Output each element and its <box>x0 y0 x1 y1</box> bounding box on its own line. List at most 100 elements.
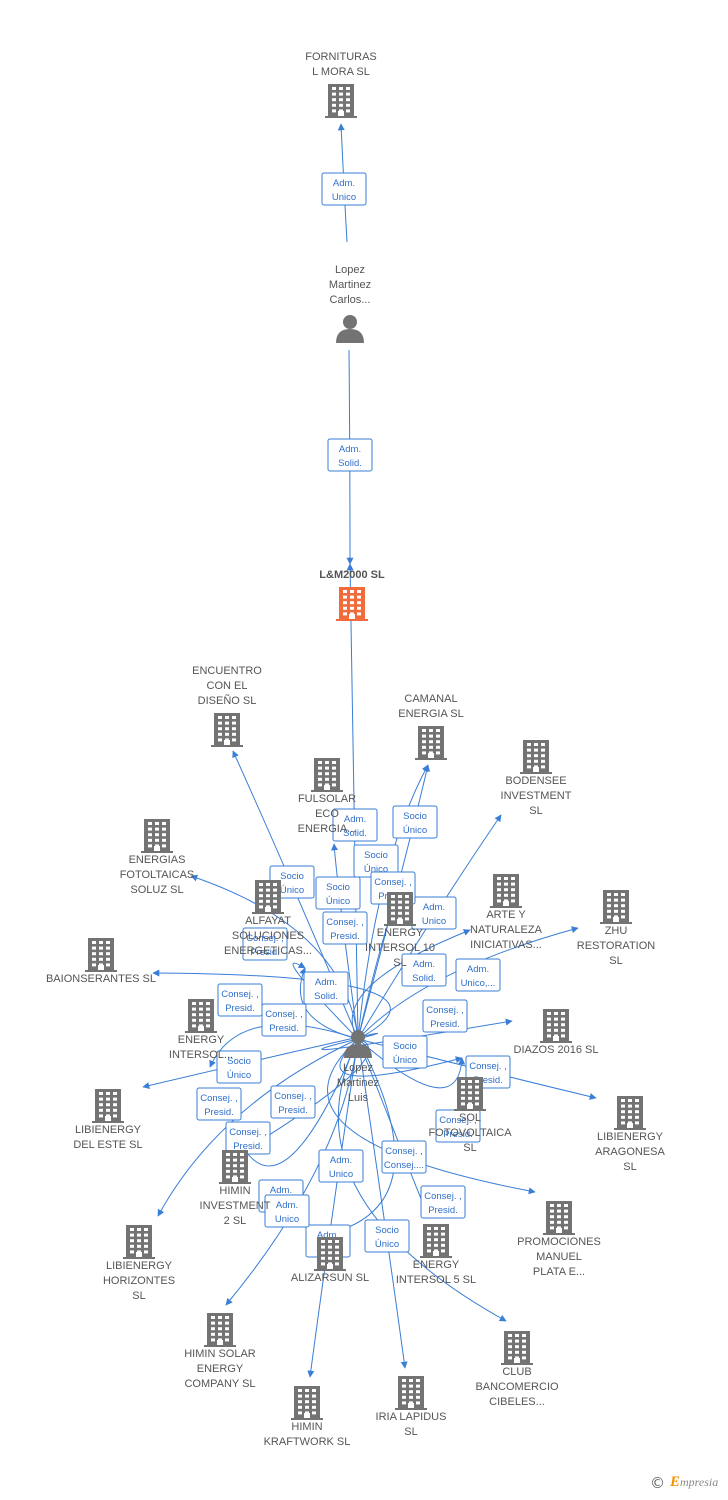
company-icon[interactable] <box>185 999 217 1033</box>
company-icon[interactable] <box>314 1237 346 1271</box>
edge-label-line: Adm. <box>276 1200 298 1211</box>
edge-label[interactable]: Adm.Unico,... <box>455 958 501 992</box>
edge-label[interactable]: Adm. Unico <box>264 1194 310 1228</box>
edge-label[interactable]: Consej. ,Consej.... <box>381 1140 427 1174</box>
node-label-line: ENERGIA SL <box>398 708 463 720</box>
node-label-line: ALIZARSUN SL <box>291 1272 369 1284</box>
node-lopez-carlos[interactable]: LopezMartinezCarlos... <box>329 264 371 343</box>
edge-label-line: Solid. <box>338 458 362 469</box>
edge-label[interactable]: Consej. ,Presid. <box>322 911 368 945</box>
company-icon[interactable] <box>454 1077 486 1111</box>
edge-lopez-luis-to-arte <box>351 929 471 1040</box>
node-alfayat[interactable]: ALFAYATSOLUCIONESENERGETICAS... <box>224 880 312 957</box>
node-label-line: INTERSOL 5 SL <box>396 1274 476 1286</box>
edge-label[interactable]: Consej. ,Presid. <box>420 1185 466 1219</box>
company-icon[interactable] <box>415 726 447 760</box>
company-icon[interactable] <box>520 740 552 774</box>
edge-label[interactable]: Consej. ,Presid. <box>196 1087 242 1121</box>
main-company-icon[interactable] <box>336 587 368 621</box>
node-label-line: INICIATIVAS... <box>470 939 542 951</box>
node-fulsolar[interactable]: FULSOLARECOENERGIA... <box>298 758 357 835</box>
company-icon[interactable] <box>211 713 243 747</box>
edge-label[interactable]: Adm.Unico <box>318 1149 364 1183</box>
edge-label[interactable]: Adm.Solid. <box>303 971 349 1005</box>
node-diazos[interactable]: DIAZOS 2016 SL <box>514 1009 599 1056</box>
node-label-line: Lopez <box>343 1062 373 1074</box>
edge-label[interactable]: Adm.Unico <box>411 896 457 930</box>
node-label-line: FOTOLTAICAS <box>120 869 195 881</box>
company-icon[interactable] <box>85 938 117 972</box>
edge-label[interactable]: Adm.Solid. <box>327 438 373 472</box>
edge-label-line: Unico <box>275 1214 299 1225</box>
company-icon[interactable] <box>311 758 343 792</box>
node-label-line: LIBIENERGY <box>75 1124 142 1136</box>
edge-label[interactable]: Consej. ,Presid. <box>422 999 468 1033</box>
company-icon[interactable] <box>543 1201 575 1235</box>
node-camanal[interactable]: CAMANAL ENERGIA SL <box>398 693 464 760</box>
node-energy-intersol[interactable]: ENERGYINTERSOL... <box>169 999 233 1061</box>
company-icon[interactable] <box>291 1386 323 1420</box>
node-label-line: MANUEL <box>536 1251 582 1263</box>
company-icon[interactable] <box>395 1376 427 1410</box>
company-icon[interactable] <box>92 1089 124 1123</box>
edge-label-line: Único <box>326 896 350 907</box>
node-label-line: SOLUZ SL <box>130 884 183 896</box>
company-icon[interactable] <box>123 1225 155 1259</box>
edge-label[interactable]: Consej. ,Presid. <box>261 1003 307 1037</box>
edge-label[interactable]: Adm.Solid. <box>332 808 378 842</box>
edge-label[interactable]: Adm.Solid. <box>401 953 447 987</box>
company-icon[interactable] <box>420 1224 452 1258</box>
node-arte[interactable]: ARTE YNATURALEZAINICIATIVAS... <box>470 874 543 951</box>
company-icon[interactable] <box>141 819 173 853</box>
person-icon[interactable] <box>336 315 364 343</box>
company-icon[interactable] <box>252 880 284 914</box>
edge-label-line: Presid. <box>269 1023 299 1034</box>
edge-label-line: Presid. <box>278 1105 308 1116</box>
edge-lopez-luis-to-club <box>337 1038 507 1322</box>
edge-label[interactable]: Consej. ,Presid. <box>225 1121 271 1155</box>
node-baionserantes[interactable]: BAIONSERANTES SL <box>46 938 156 985</box>
node-club[interactable]: CLUBBANCOMERCIOCIBELES... <box>475 1331 559 1408</box>
company-icon[interactable] <box>501 1331 533 1365</box>
company-icon[interactable] <box>204 1313 236 1347</box>
node-label-line: CAMANAL <box>404 693 457 705</box>
node-lm2000[interactable]: L&M2000 SL <box>319 569 385 621</box>
edge-label[interactable]: Consej. ,Presid. <box>435 1109 481 1143</box>
node-alizarsun[interactable]: ALIZARSUN SL <box>291 1237 369 1284</box>
company-icon[interactable] <box>219 1150 251 1184</box>
edge-label[interactable]: Adm.Unico <box>321 172 367 206</box>
edge-label-line: Consej. , <box>229 1127 267 1138</box>
company-icon[interactable] <box>490 874 522 908</box>
person-icon[interactable] <box>344 1030 372 1058</box>
company-icon[interactable] <box>325 84 357 118</box>
edge-label[interactable]: Consej. ,Presid. <box>217 983 263 1017</box>
company-icon[interactable] <box>600 890 632 924</box>
edge-label[interactable]: Consej. ,Presid. <box>242 927 288 961</box>
company-icon[interactable] <box>384 892 416 926</box>
company-icon[interactable] <box>614 1096 646 1130</box>
edge-label[interactable]: Consej. ,Presid. <box>270 1085 316 1119</box>
company-icon[interactable] <box>540 1009 572 1043</box>
